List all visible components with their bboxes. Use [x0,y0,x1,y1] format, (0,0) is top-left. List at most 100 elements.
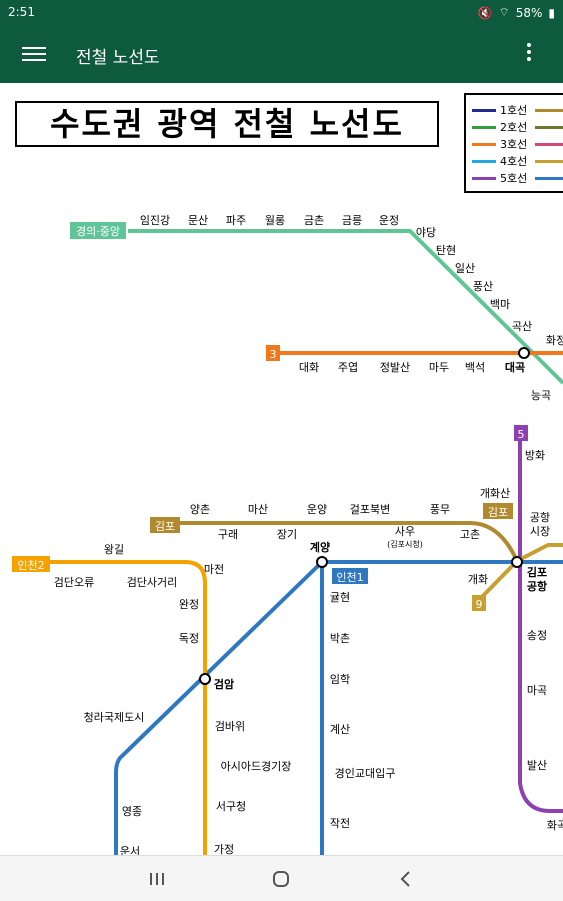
station-wollong[interactable]: 월롱 [265,214,285,227]
station-unjeong[interactable]: 운정 [379,214,399,227]
station-daegok[interactable]: 대곡 [505,360,525,374]
station-sau[interactable]: 사우 [395,525,415,538]
station-geumchon[interactable]: 금촌 [304,214,324,227]
station-paju[interactable]: 파주 [226,214,246,227]
station-bakchon[interactable]: 박촌 [330,632,350,645]
station-gyeongin-univ[interactable]: 경인교대입구 [335,767,396,780]
station-seogu-office[interactable]: 서구청 [216,800,246,813]
station-jeongbalsan[interactable]: 정발산 [380,361,410,374]
badge-incheon1-text: 인천1 [336,570,363,584]
battery-text: 58% [515,5,543,20]
battery-icon: ▮ [548,5,555,20]
legend-label: 4호선 [500,155,528,168]
station-neunggok[interactable]: 능곡 [531,389,551,402]
station-tanhyeon[interactable]: 탄현 [436,244,456,257]
station-geolpobukbyeon[interactable]: 걸포북변 [350,503,390,516]
back-icon[interactable] [396,869,416,889]
station-pungsan[interactable]: 풍산 [473,280,493,293]
gyeyang-transfer[interactable] [316,556,328,568]
station-airport-market-1[interactable]: 공항 [530,511,550,524]
station-masan[interactable]: 마산 [248,503,268,516]
station-hwagok[interactable]: 화곡 [547,819,563,832]
station-sau-sub: (김포시청) [387,539,423,549]
station-geumneung[interactable]: 금릉 [342,214,362,227]
station-gaehwa[interactable]: 개화 [468,573,488,586]
badge-gyeongui-text: 경의·중앙 [76,225,120,238]
station-gyesan[interactable]: 계산 [330,723,350,736]
legend-row: 2호선 [472,120,563,134]
station-wanjeong[interactable]: 완정 [179,598,199,611]
badge-line9-text: 9 [476,598,483,611]
station-imhak[interactable]: 임학 [330,673,350,686]
legend-label: 2호선 [500,121,528,134]
station-ilsan[interactable]: 일산 [455,261,475,275]
station-unyang[interactable]: 운양 [307,503,327,516]
station-geombawi[interactable]: 검바위 [215,720,245,733]
station-cheongna[interactable]: 청라국제도시 [84,711,145,724]
status-icons: 🔇 ⌔ 58% ▮ [477,5,555,20]
station-gaehwasan[interactable]: 개화산 [480,487,510,500]
more-options-icon[interactable] [527,43,533,65]
station-songjeong[interactable]: 송정 [527,629,547,642]
line-legend: 1호선 2호선 3호선 4호선 5호선 [464,93,563,193]
badge-gimpo-2 [483,503,513,519]
station-munsan[interactable]: 문산 [188,214,208,227]
station-gyulhyeon[interactable]: 귤현 [330,591,350,604]
station-unseo[interactable]: 운서 [120,845,140,855]
legend-swatch [472,176,496,180]
legend-row: 3호선 [472,137,563,151]
station-magok[interactable]: 마곡 [527,684,547,697]
station-dokjeong[interactable]: 독정 [179,632,199,645]
station-gyeyang[interactable]: 계양 [310,540,330,554]
station-janggi[interactable]: 장기 [277,528,297,541]
station-hwajeong[interactable]: 화정 [546,334,563,347]
station-yeongjong[interactable]: 영종 [122,805,142,818]
station-banghwa[interactable]: 방화 [525,449,545,462]
badge-line3-text: 3 [270,348,277,361]
legend-row: 5호선 [472,171,563,185]
daegok-transfer[interactable] [518,347,530,359]
gimpo-airport-transfer[interactable] [511,556,523,568]
station-jakjeon[interactable]: 작전 [330,817,350,830]
legend-swatch-secondary [535,159,563,163]
station-pungmu[interactable]: 풍무 [430,503,450,516]
badge-incheon1 [332,568,368,584]
station-gochon[interactable]: 고촌 [460,528,480,541]
station-gimpo-airport-1[interactable]: 김포 [527,566,547,579]
legend-swatch-secondary [535,142,563,146]
incheon2-line [50,560,207,855]
legend-swatch [472,125,496,129]
station-yangchon[interactable]: 양촌 [190,503,210,516]
station-baengma[interactable]: 백마 [490,298,510,311]
station-yadang[interactable]: 야당 [416,226,436,239]
station-wanggil[interactable]: 왕길 [104,543,124,556]
station-airport-market-2[interactable]: 시장 [530,525,550,538]
station-geomdan-sageori[interactable]: 검단사거리 [127,576,178,589]
legend-label: 1호선 [500,104,528,117]
station-balsan[interactable]: 발산 [527,759,547,772]
station-daehwa[interactable]: 대화 [299,361,319,374]
station-gimpo-airport-2[interactable]: 공항 [527,579,547,593]
recent-apps-icon[interactable] [147,869,167,889]
home-icon[interactable] [271,869,291,889]
station-geomdan-oryu[interactable]: 검단오류 [54,576,94,589]
legend-swatch [472,142,496,146]
station-madu[interactable]: 마두 [429,361,449,374]
wifi-icon: ⌔ [498,5,510,19]
status-bar: 2:51 🔇 ⌔ 58% ▮ [0,0,563,24]
station-goksan[interactable]: 곡산 [512,320,532,333]
station-asiad-stadium[interactable]: 아시아드경기장 [221,760,292,773]
station-juyeop[interactable]: 주엽 [338,361,358,374]
station-baekseok[interactable]: 백석 [465,361,485,374]
station-majeon[interactable]: 마전 [204,563,224,576]
mute-icon: 🔇 [477,5,493,20]
hamburger-menu-icon[interactable] [22,43,46,63]
station-imjingang[interactable]: 임진강 [140,214,170,227]
station-gajeong[interactable]: 가정 [214,843,234,855]
airport-diagonal-line [114,560,324,855]
app-title: 전철 노선도 [76,48,160,68]
station-geomam[interactable]: 검암 [214,678,234,691]
station-gurae[interactable]: 구래 [218,528,238,541]
geomam-transfer[interactable] [199,673,211,685]
